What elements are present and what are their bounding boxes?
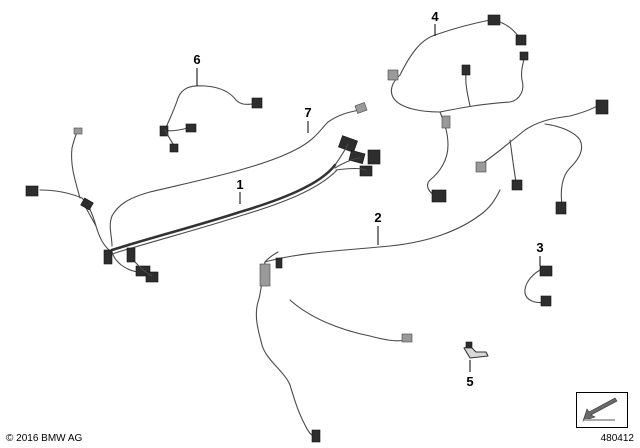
svg-text:1: 1: [236, 177, 243, 192]
svg-text:3: 3: [536, 240, 543, 255]
callout-5: 5: [466, 360, 474, 389]
svg-text:2: 2: [374, 210, 381, 225]
reference-number: 480412: [600, 433, 634, 444]
callout-7: 7: [304, 105, 312, 133]
harness-part-6[interactable]: [159, 85, 263, 153]
callout-2: 2: [374, 210, 382, 245]
callout-3: 3: [536, 240, 544, 266]
callout-4: 4: [431, 9, 439, 36]
svg-text:7: 7: [304, 105, 311, 120]
part-5-bracket[interactable]: [463, 341, 489, 359]
copyright-text: © 2016 BMW AG: [6, 433, 83, 444]
callout-6: 6: [193, 52, 201, 86]
svg-text:4: 4: [431, 9, 439, 24]
callout-1: 1: [236, 177, 244, 204]
harness-part-3[interactable]: [524, 265, 553, 307]
harness-part-2[interactable]: [255, 189, 501, 443]
svg-text:6: 6: [193, 52, 200, 67]
harness-part-7[interactable]: [109, 102, 368, 247]
arrow-left-down-icon: [582, 397, 618, 422]
harness-part-4[interactable]: [387, 14, 529, 203]
svg-text:5: 5: [466, 374, 473, 389]
harness-part-1[interactable]: [25, 127, 381, 283]
navigation-box[interactable]: [576, 392, 628, 428]
harness-part-4-lower[interactable]: [475, 99, 609, 215]
